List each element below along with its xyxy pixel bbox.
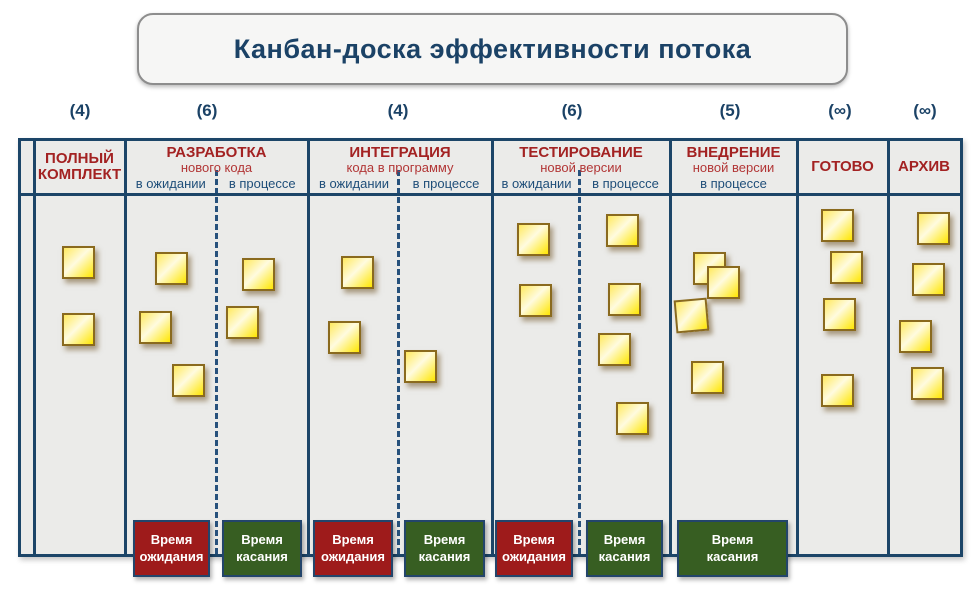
sticky-note[interactable] [517, 223, 550, 256]
column-subtitle: кода в программу [346, 160, 454, 176]
sublane-wait-label: в ожидании [501, 176, 572, 191]
column-title: РАЗРАБОТКА [166, 144, 267, 161]
time-label-line: касания [598, 548, 651, 564]
sticky-note[interactable] [226, 306, 259, 339]
time-label-line: Время [150, 531, 193, 547]
sticky-note[interactable] [823, 298, 856, 331]
column-divider [33, 141, 36, 554]
time-label-line: ожидания [502, 548, 566, 564]
page-title: Канбан-доска эффективности потока [233, 33, 752, 64]
sticky-note[interactable] [242, 258, 275, 291]
time-label-line: Время [241, 531, 283, 547]
wip-limit-done: (∞) [828, 101, 852, 120]
column-title: ВНЕДРЕНИЕ [686, 144, 781, 161]
sticky-note[interactable] [707, 266, 740, 299]
sticky-note[interactable] [404, 350, 437, 383]
sticky-note[interactable] [606, 214, 639, 247]
time-label-line: касания [706, 548, 759, 564]
column-divider [887, 141, 890, 554]
column-divider [124, 141, 127, 554]
column-header-integration: ИНТЕГРАЦИЯ кода в программу в ожидании в… [308, 141, 492, 193]
sticky-note[interactable] [899, 320, 932, 353]
column-divider [796, 141, 799, 554]
column-divider [491, 141, 494, 554]
wait-time-label: Время ожидания [495, 520, 573, 577]
time-label-line: касания [236, 548, 288, 564]
wip-limit-integration: (4) [387, 101, 409, 120]
wait-time-label: Время ожидания [133, 520, 210, 577]
sublane-dashed-divider [397, 170, 400, 554]
sublane-progress-label: в процессе [700, 176, 767, 191]
column-header-done: ГОТОВО [797, 141, 888, 193]
time-label-line: Время [603, 531, 646, 547]
sticky-note[interactable] [830, 251, 863, 284]
sticky-note[interactable] [912, 263, 945, 296]
time-label-line: ожидания [139, 548, 204, 564]
column-header-testing: ТЕСТИРОВАНИЕ новой версии в ожидании в п… [492, 141, 670, 193]
sticky-note[interactable] [691, 361, 724, 394]
column-subtitle: новой версии [692, 160, 775, 176]
wip-limit-testing: (6) [561, 101, 583, 120]
time-label-line: ожидания [321, 548, 385, 564]
sublane-progress-label: в процессе [228, 176, 296, 191]
touch-time-label: Время касания [222, 520, 302, 577]
sublane-progress-label: в процессе [412, 176, 480, 191]
wait-time-label: Время ожидания [313, 520, 393, 577]
time-label-line: Время [513, 531, 555, 547]
column-title: ИНТЕГРАЦИЯ [349, 144, 451, 161]
sticky-note[interactable] [821, 374, 854, 407]
title-box: Канбан-доска эффективности потока [137, 13, 848, 85]
sticky-note[interactable] [616, 402, 649, 435]
sticky-note[interactable] [155, 252, 188, 285]
time-label-line: касания [418, 548, 471, 564]
column-title: ГОТОВО [811, 157, 874, 175]
sublane-progress-label: в процессе [592, 176, 659, 191]
sticky-note[interactable] [328, 321, 361, 354]
sticky-note[interactable] [519, 284, 552, 317]
time-label-line: Время [423, 531, 466, 547]
time-label-line: Время [332, 531, 374, 547]
sticky-note[interactable] [911, 367, 944, 400]
column-subtitle: новой версии [540, 160, 622, 176]
column-divider [307, 141, 310, 554]
column-title: ТЕСТИРОВАНИЕ [519, 144, 643, 161]
touch-time-label: Время касания [677, 520, 788, 577]
column-subtitle: нового кода [180, 160, 253, 176]
sticky-note[interactable] [62, 246, 95, 279]
sublane-dashed-divider [215, 170, 218, 554]
sticky-note[interactable] [598, 333, 631, 366]
wip-limit-development: (6) [196, 101, 218, 120]
touch-time-label: Время касания [404, 520, 485, 577]
header-separator-line [21, 193, 960, 196]
column-title: ПОЛНЫЙ КОМПЛЕКТ [37, 149, 122, 183]
column-header-deployment: ВНЕДРЕНИЕ новой версии в процессе [670, 141, 797, 193]
sublane-wait-label: в ожидании [135, 176, 206, 191]
column-title: АРХИВ [898, 157, 950, 175]
column-divider [669, 141, 672, 554]
kanban-board: ПОЛНЫЙ КОМПЛЕКТ РАЗРАБОТКА нового кода в… [18, 138, 963, 557]
sublane-dashed-divider [578, 170, 581, 554]
sticky-note[interactable] [341, 256, 374, 289]
sticky-note[interactable] [62, 313, 95, 346]
sticky-note[interactable] [917, 212, 950, 245]
sticky-note[interactable] [139, 311, 172, 344]
sticky-note[interactable] [821, 209, 854, 242]
sticky-note[interactable] [673, 297, 710, 334]
wip-limit-archive: (∞) [913, 101, 937, 120]
touch-time-label: Время касания [586, 520, 663, 577]
sublane-wait-label: в ожидании [318, 176, 390, 191]
column-header-archive: АРХИВ [888, 141, 960, 193]
column-header-full-kit: ПОЛНЫЙ КОМПЛЕКТ [34, 141, 125, 193]
wip-limit-full-kit: (4) [69, 101, 91, 120]
column-header-development: РАЗРАБОТКА нового кода в ожидании в проц… [125, 141, 308, 193]
sticky-note[interactable] [172, 364, 205, 397]
time-label-line: Время [711, 531, 754, 547]
wip-limit-deployment: (5) [719, 101, 741, 120]
sticky-note[interactable] [608, 283, 641, 316]
